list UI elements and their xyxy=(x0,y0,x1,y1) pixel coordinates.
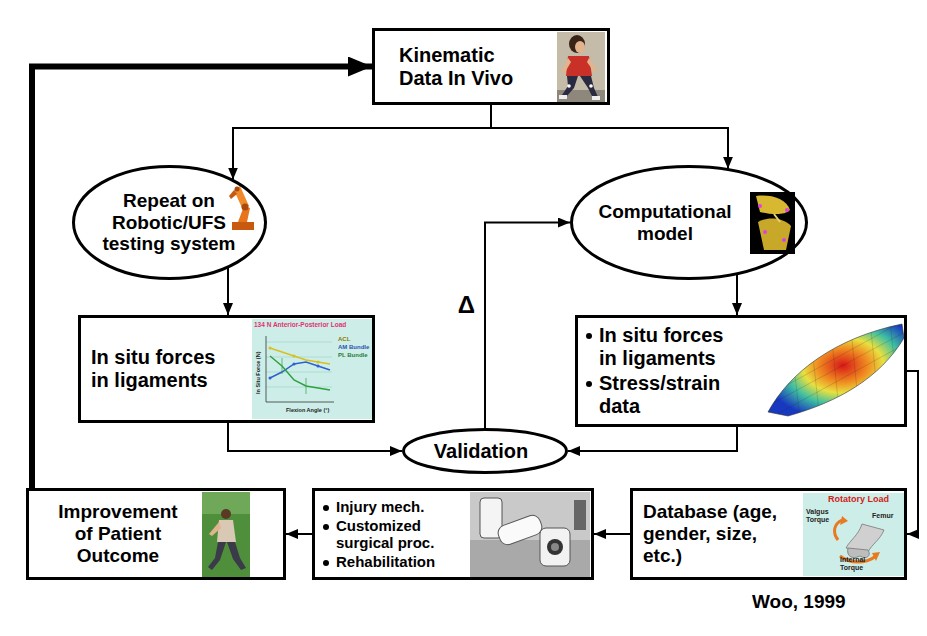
bullet-dot xyxy=(323,560,329,566)
surgery-photo xyxy=(470,492,590,577)
connector-arrow xyxy=(227,268,229,315)
text-row: Improvement of Patient Outcome xyxy=(53,501,283,567)
connector-arrow xyxy=(286,533,312,535)
bullet-dot xyxy=(323,505,329,511)
text-row: Injury mech. xyxy=(323,498,591,515)
text-row: Stress/strain data xyxy=(586,372,904,418)
bullet-dot xyxy=(586,381,592,387)
process-ellipse: Repeat on Robotic/UFS testing system xyxy=(72,165,267,280)
node-text: Customized surgical proc. xyxy=(336,517,458,552)
picture-title: Rotatory Load xyxy=(828,495,889,505)
axis-title: Flexion Angle (°) xyxy=(286,407,329,413)
rotatory-load-picture xyxy=(803,493,904,576)
bullet-dot xyxy=(323,524,329,530)
node-text: Database (age, gender, size, etc.) xyxy=(643,501,788,567)
text-row: In situ forces in ligaments xyxy=(586,324,904,370)
axis-title: In Situ Force (N) xyxy=(255,352,261,394)
motion-photo xyxy=(557,32,605,102)
node-text: Injury mech. xyxy=(336,498,458,515)
application-box: Injury mech. Customized surgical proc.Reh… xyxy=(312,488,594,580)
node-text: Computational model xyxy=(590,201,740,245)
text-row: Customized surgical proc. xyxy=(323,517,591,552)
chart-title: 134 N Anterior-Posterior Load xyxy=(254,321,346,328)
text-row: Rehabilitation xyxy=(323,553,591,570)
connector-arrow xyxy=(32,67,372,489)
text-row: Computational model xyxy=(590,201,740,245)
connector-arrow xyxy=(568,427,737,451)
text-row: Validation xyxy=(402,440,560,463)
node-text: Kinematic Data In Vivo xyxy=(399,44,529,90)
force-chart xyxy=(252,319,372,419)
node-text: Rehabilitation xyxy=(336,553,458,570)
result-box: In situ forces in ligaments xyxy=(78,315,375,423)
validation-ellipse: Validation xyxy=(402,428,568,474)
process-box: Kinematic Data In Vivo xyxy=(372,28,610,105)
picture-label: Internal Torque xyxy=(840,556,884,571)
knee-model xyxy=(750,192,795,254)
bullet-dot xyxy=(586,333,592,339)
connector-arrow xyxy=(907,371,918,534)
connector-arrow xyxy=(736,275,738,315)
node-text: Improvement of Patient Outcome xyxy=(53,501,183,567)
connector-arrow xyxy=(228,423,402,451)
node-text: In situ forces in ligaments xyxy=(599,324,739,370)
text-row: Kinematic Data In Vivo xyxy=(399,44,607,90)
process-ellipse: Computational model xyxy=(570,165,808,280)
edge-label: Δ xyxy=(456,292,477,318)
text-row: In situ forces in ligaments xyxy=(91,346,372,392)
connector-arrow xyxy=(233,105,491,180)
node-text: Stress/strain data xyxy=(599,372,739,418)
connector-arrow xyxy=(491,105,728,169)
text-row: Repeat on Robotic/UFS testing system xyxy=(94,190,244,256)
citation: Woo, 1999 xyxy=(752,592,846,613)
chart-legend-text: AM Bundle xyxy=(338,344,369,351)
picture-label: Femur xyxy=(872,512,893,520)
result-box: In situ forces in ligamentsStress/strain… xyxy=(575,315,907,427)
stress-map xyxy=(760,320,905,420)
chart-legend-text: ACL xyxy=(338,336,350,343)
ellipse-border xyxy=(572,167,807,279)
connector-arrow xyxy=(594,533,630,535)
node-text: In situ forces in ligaments xyxy=(91,346,231,392)
patient-photo xyxy=(202,492,250,577)
ellipse-border xyxy=(74,167,266,279)
node-text: Repeat on Robotic/UFS testing system xyxy=(94,190,244,256)
outcome-box: Improvement of Patient Outcome xyxy=(26,488,286,580)
node-text: Validation xyxy=(402,440,560,463)
connector-arrow xyxy=(485,223,570,429)
chart-legend-text: PL Bundle xyxy=(338,352,368,359)
picture-label: Valgus Torque xyxy=(806,508,840,523)
